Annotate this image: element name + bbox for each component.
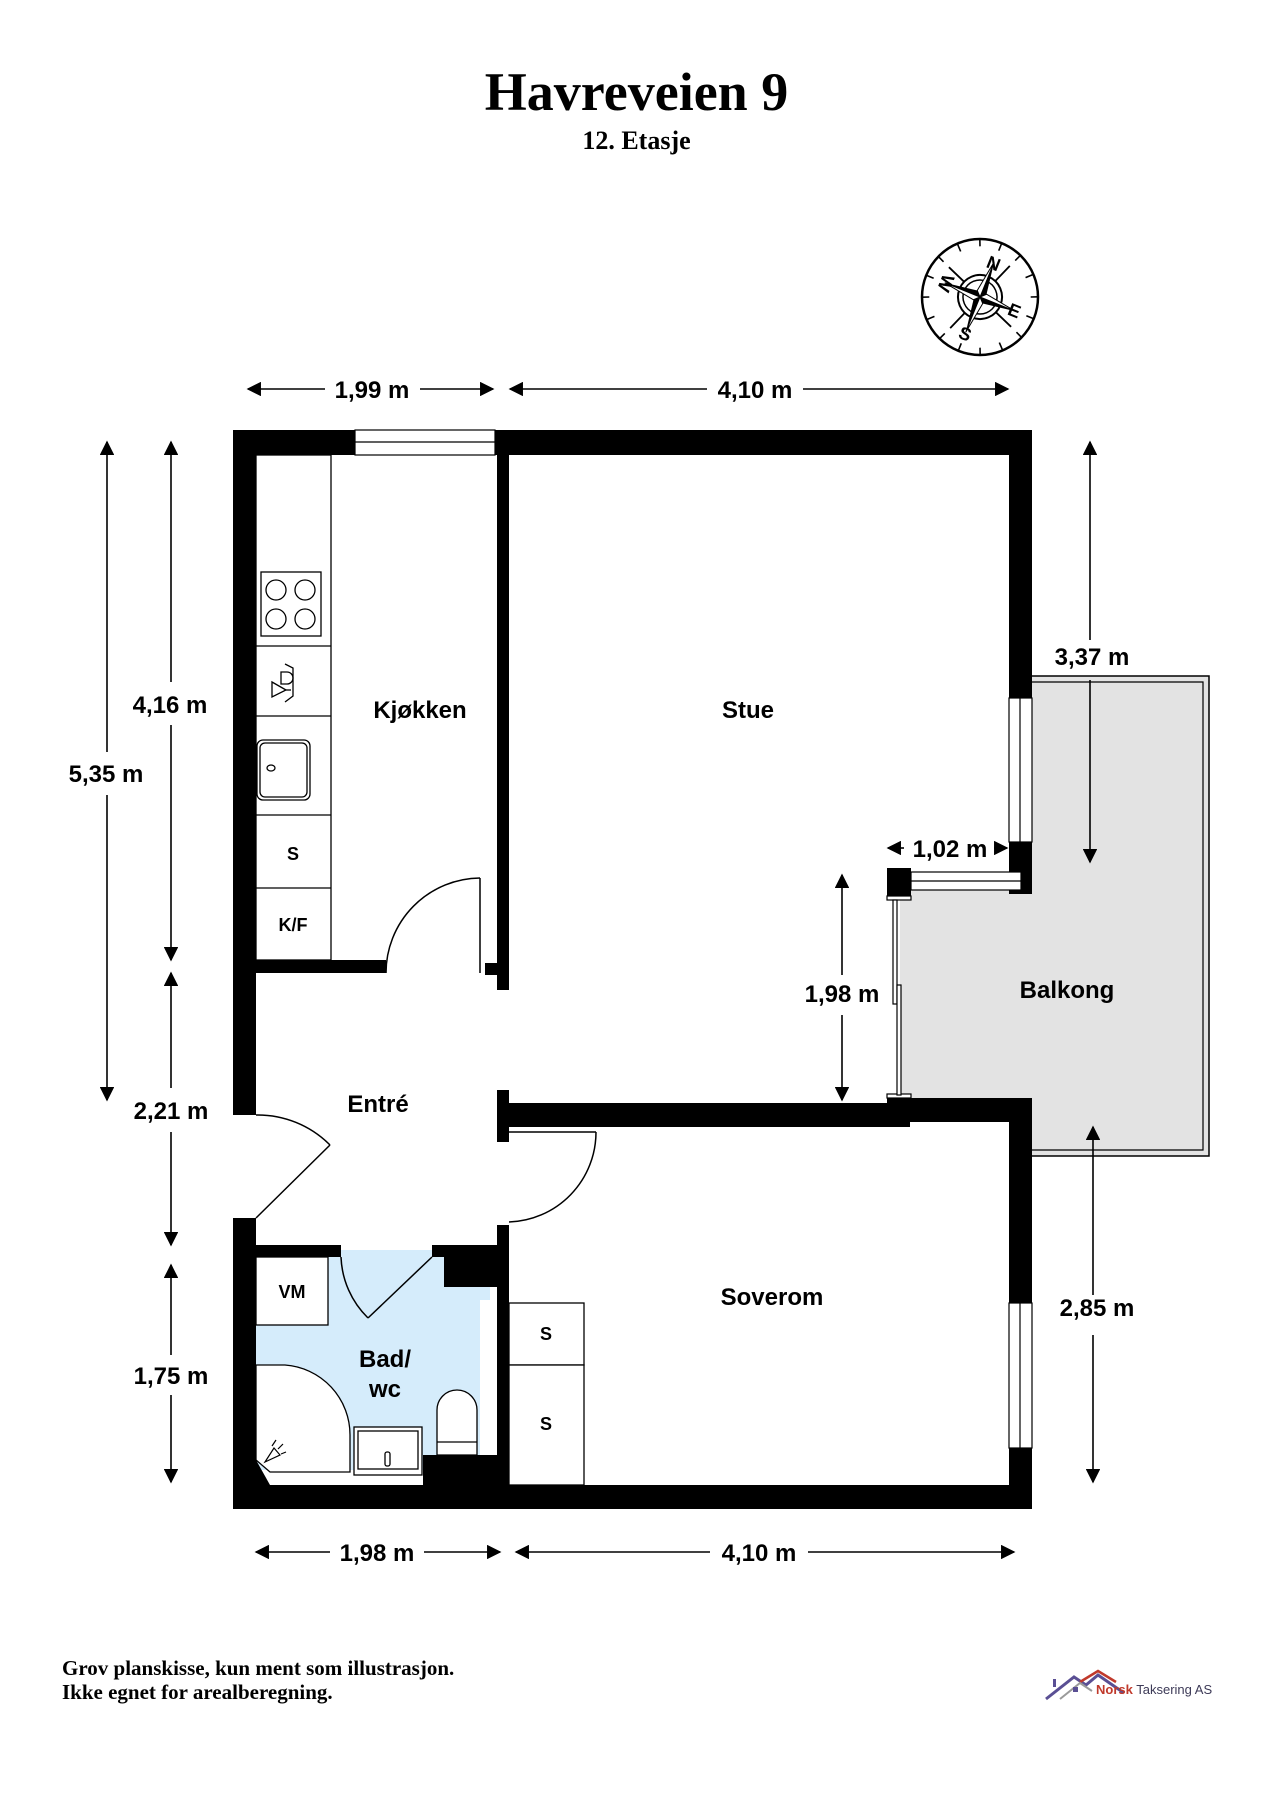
- room-label-bedroom: Soverom: [721, 1284, 824, 1311]
- kitchen-door[interactable]: [385, 877, 481, 974]
- room-label-bath-2: wc: [368, 1376, 401, 1403]
- disclaimer-line-1: Grov planskisse, kun ment som illustrasj…: [62, 1656, 455, 1680]
- shower-head-icon: [263, 1439, 287, 1464]
- dim-top-right: 4,10 m: [718, 377, 793, 404]
- room-label-entry: Entré: [347, 1091, 408, 1118]
- stove-icon: [260, 571, 322, 637]
- dim-bottom-left: 1,98 m: [340, 1540, 415, 1567]
- company-name: Norsk Taksering AS: [1096, 1682, 1212, 1697]
- room-label-kitchen: Kjøkken: [373, 697, 466, 724]
- dim-left-bath: 1,75 m: [134, 1363, 209, 1390]
- room-label-bath-1: Bad/: [359, 1346, 411, 1373]
- disclaimer-line-2: Ikke egnet for arealberegning.: [62, 1680, 333, 1704]
- company-name-rest: Taksering AS: [1132, 1682, 1213, 1697]
- dim-left-kitchen: 4,16 m: [133, 692, 208, 719]
- balcony-sliding-door[interactable]: [886, 895, 912, 1099]
- walls: [233, 430, 1032, 1509]
- toilet-icon: [436, 1389, 478, 1456]
- shower-icon: [255, 1364, 351, 1473]
- dim-top-left: 1,99 m: [335, 377, 410, 404]
- balcony-area: [900, 675, 1210, 1157]
- page-title: Havreveien 9: [484, 62, 789, 122]
- dim-left-entry: 2,21 m: [134, 1098, 209, 1125]
- dim-right-lower: 2,85 m: [1060, 1295, 1135, 1322]
- entry-front-door[interactable]: [255, 1114, 331, 1219]
- compass-west: W: [933, 272, 958, 295]
- washbasin-icon: [353, 1426, 423, 1476]
- dim-right-upper: 3,37 m: [1055, 644, 1130, 671]
- kitchen-counter: [255, 454, 332, 961]
- washing-machine-icon: [255, 1256, 329, 1326]
- compass-rose-icon: N E S W: [920, 237, 1040, 357]
- sink-icon: [256, 739, 311, 801]
- dishwasher-icon: [271, 663, 294, 703]
- washing-machine-label: VM: [279, 1282, 306, 1302]
- fridge-freezer-label: K/F: [279, 915, 308, 935]
- company-name-brand: Norsk: [1096, 1682, 1133, 1697]
- disclaimer: Grov planskisse, kun ment som illustrasj…: [62, 1656, 454, 1704]
- wardrobe-2-label: S: [540, 1414, 552, 1434]
- floor-subtitle: 12. Etasje: [582, 126, 691, 155]
- kitchen-cabinet-label: S: [287, 844, 299, 864]
- wardrobe-2: [508, 1364, 585, 1486]
- company-logo-icon: [1045, 1669, 1125, 1701]
- room-label-balcony: Balkong: [1020, 977, 1115, 1004]
- room-label-living: Stue: [722, 697, 774, 724]
- bathroom-door[interactable]: [340, 1256, 433, 1319]
- windows: [354, 429, 1033, 1449]
- bedroom-door[interactable]: [508, 1131, 597, 1223]
- dim-bottom-right: 4,10 m: [722, 1540, 797, 1567]
- dim-balcony-recess-width: 1,02 m: [913, 836, 988, 863]
- dim-balcony-recess-height: 1,98 m: [805, 981, 880, 1008]
- dim-left-total: 5,35 m: [69, 761, 144, 788]
- wardrobe-1-label: S: [540, 1324, 552, 1344]
- wardrobe-1: [508, 1302, 585, 1366]
